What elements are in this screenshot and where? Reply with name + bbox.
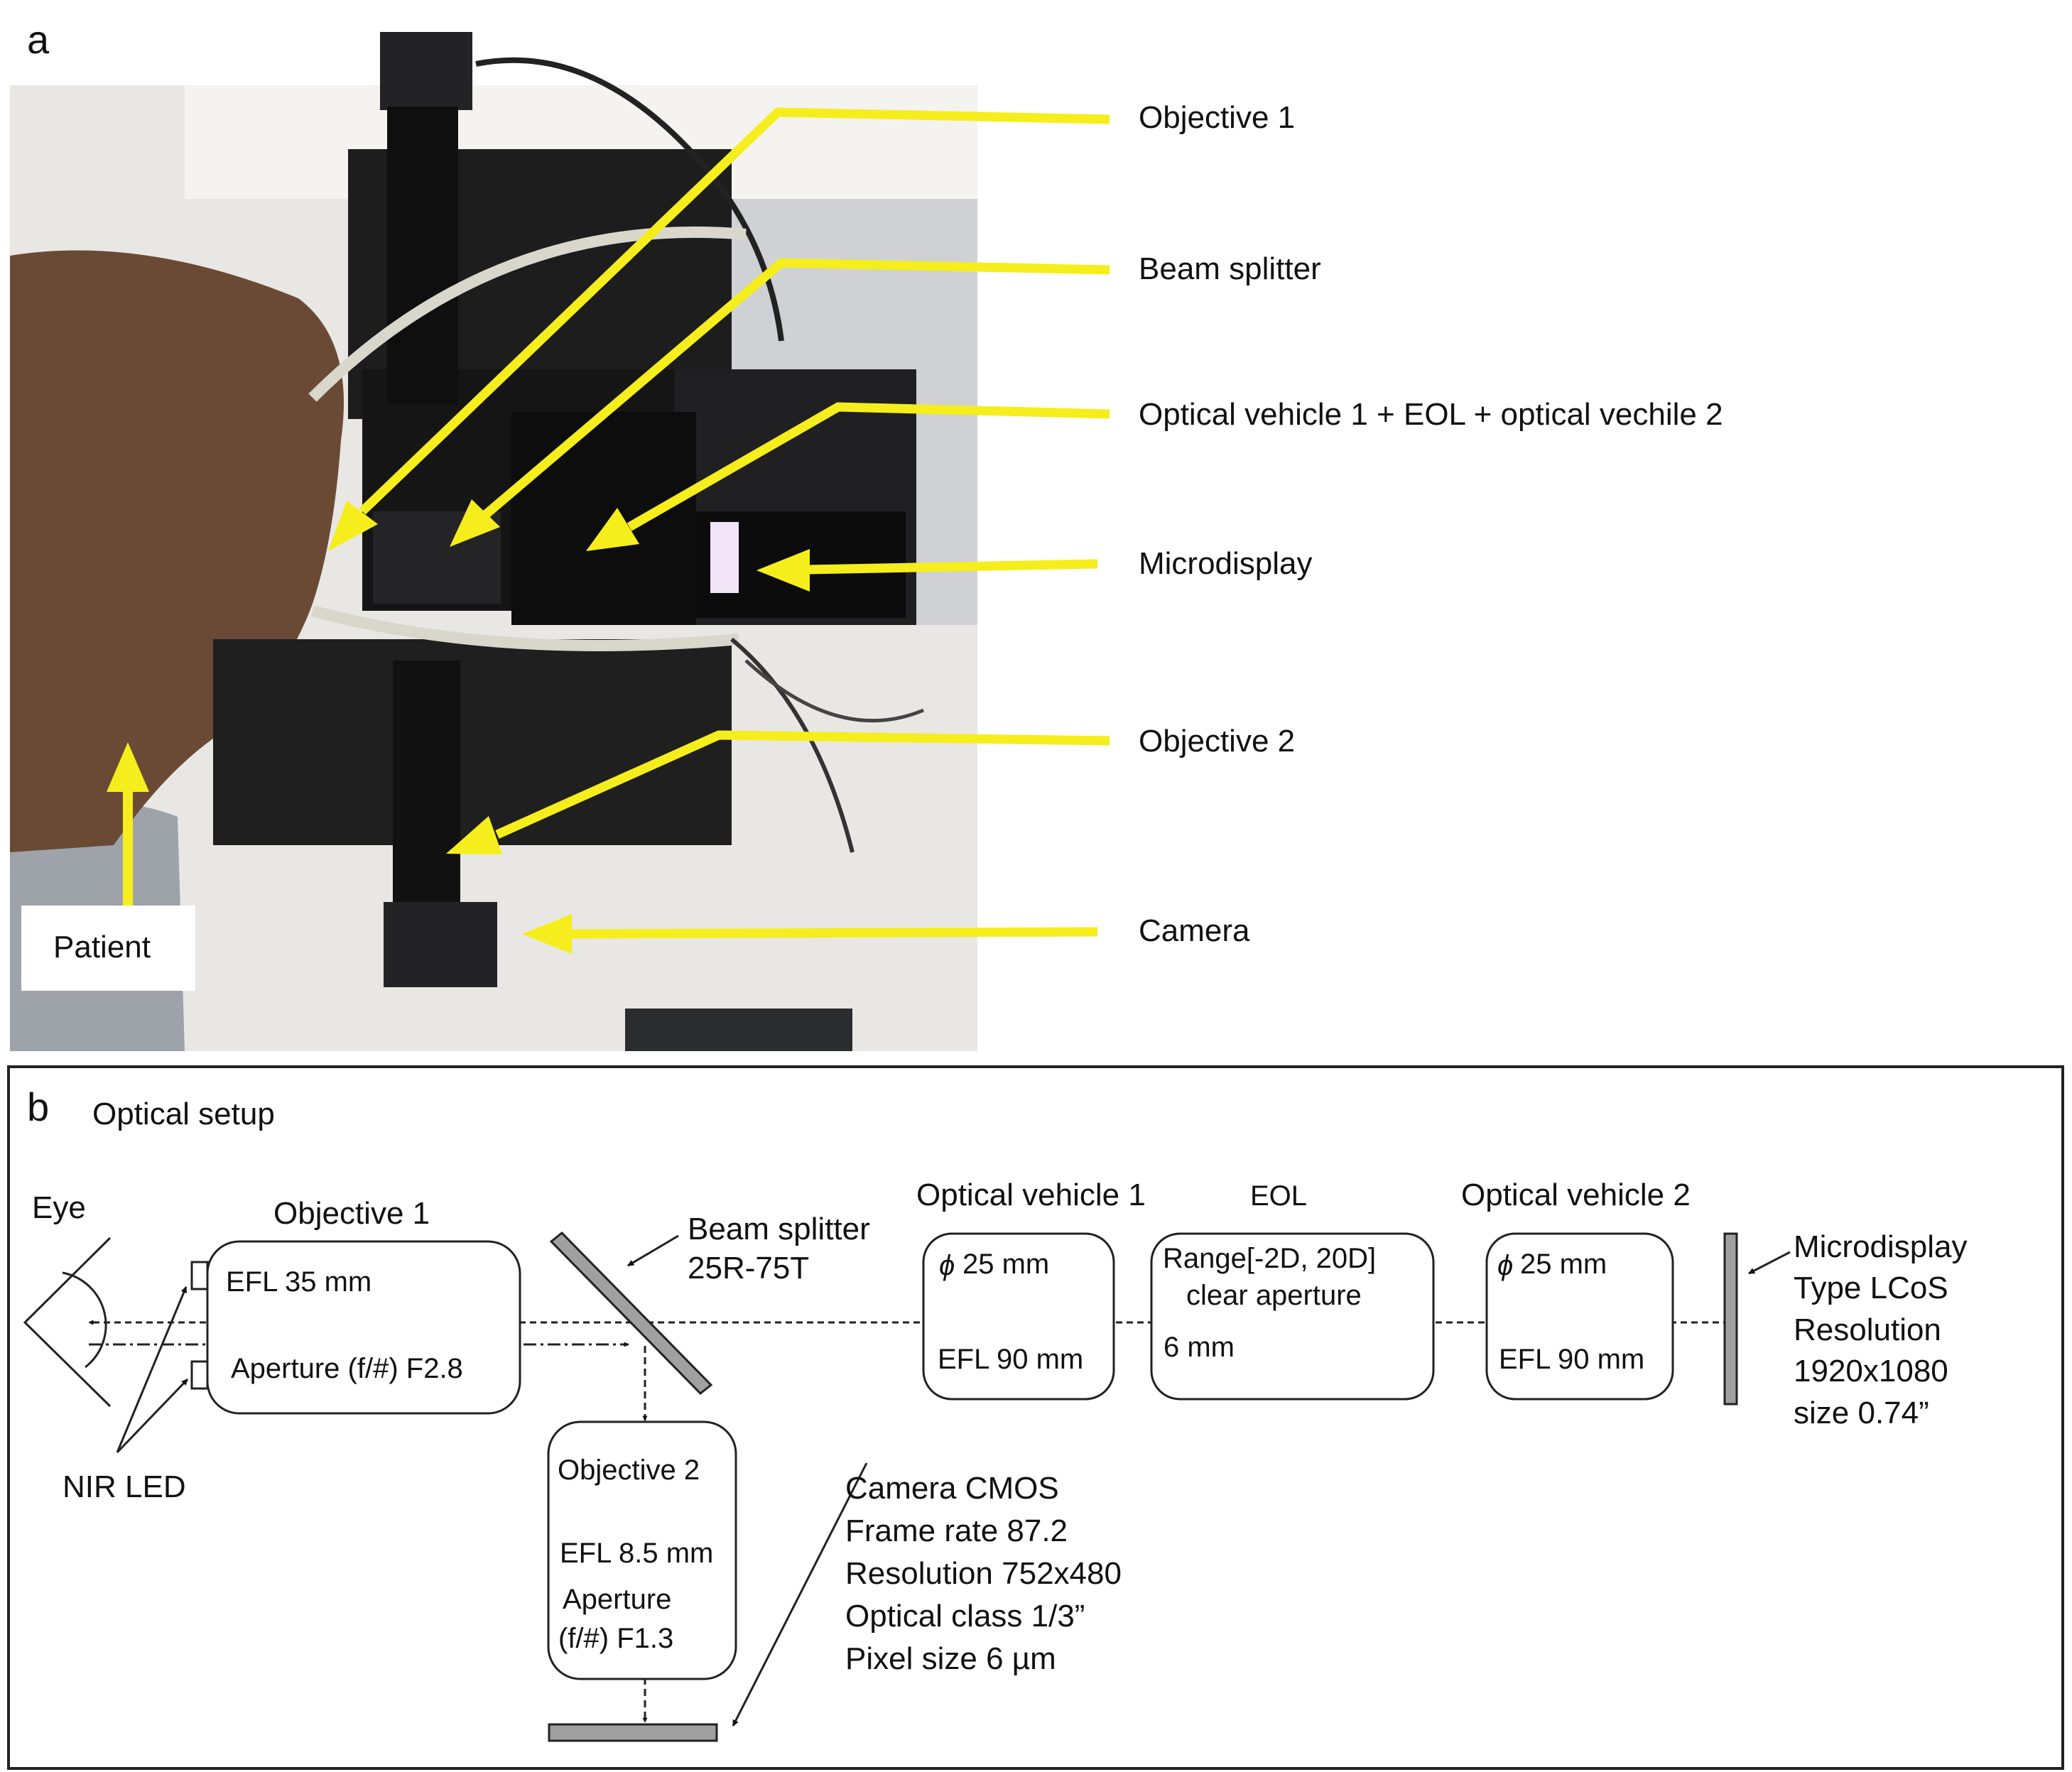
setup-photo (10, 32, 977, 1051)
eol-box (1150, 1232, 1435, 1401)
microdisplay-specs: Microdisplay Type LCoS Resolution 1920x1… (1794, 1229, 1968, 1430)
arrow-optical-vehicles-head (586, 508, 639, 551)
camera-specs: Camera CMOS Frame rate 87.2 Resolution 7… (845, 1471, 1122, 1676)
vehicle-tubes (511, 412, 696, 625)
headband (308, 226, 747, 402)
label-camera: Camera (1139, 913, 1250, 948)
arrow-beam-splitter (481, 258, 1110, 519)
phi-symbol: ϕ (939, 1250, 955, 1281)
camera-spec-4: Optical class 1/3” (845, 1599, 1085, 1634)
nir-led-label: NIR LED (63, 1469, 186, 1504)
arrow-beam-splitter-head (450, 499, 500, 547)
beam-splitter-pointer (627, 1234, 679, 1267)
objective-1-title: Objective 1 (273, 1196, 430, 1231)
arrow-patient-head (107, 742, 149, 792)
camera-top (380, 32, 472, 110)
panel-b-letter: b (27, 1085, 49, 1129)
yellow-arrows (107, 107, 1110, 954)
arrow-microdisplay (806, 559, 1098, 575)
phi-symbol: ϕ (1497, 1250, 1513, 1281)
microdisplay-spec-2: Type LCoS (1794, 1271, 1948, 1305)
objective-1-box (206, 1240, 521, 1415)
nir-led-pointer-bottom (116, 1378, 189, 1454)
optical-vehicle-2-title: Optical vehicle 2 (1461, 1178, 1691, 1212)
keyboard (625, 1009, 852, 1051)
label-objective-2: Objective 2 (1139, 724, 1295, 759)
nir-led-bottom (190, 1360, 209, 1390)
arrow-camera (568, 927, 1098, 939)
nir-led-top (190, 1261, 209, 1290)
objective-1-tube (387, 107, 458, 405)
beam-splitter-mirror (549, 1231, 713, 1396)
arrow-objective-1 (359, 107, 1110, 515)
microdisplay-spec-3: Resolution (1794, 1312, 1941, 1347)
objective-2-tube (393, 661, 460, 902)
headband (310, 605, 739, 651)
eol-title: EOL (1250, 1180, 1307, 1212)
camera-spec-1: Camera CMOS (845, 1471, 1059, 1506)
camera-spec-5: Pixel size 6 µm (845, 1641, 1056, 1676)
eol-aperture-value: 6 mm (1164, 1332, 1235, 1363)
patient-label: Patient (53, 930, 151, 964)
objective-2-title: Objective 2 (558, 1455, 700, 1486)
panel-a: a (10, 17, 1723, 1051)
eol-clear-aperture: clear aperture (1186, 1280, 1362, 1311)
label-optical-vehicles: Optical vehicle 1 + EOL + optical vechil… (1139, 397, 1723, 432)
optical-vehicle-1-diameter: 25 mm (962, 1249, 1049, 1280)
optical-vehicle-1-efl: EFL 90 mm (938, 1344, 1083, 1375)
arrow-optical-vehicles (627, 402, 1110, 531)
objective-1-aperture: Aperture (f/#) F2.8 (231, 1353, 463, 1384)
objective-1-efl: EFL 35 mm (226, 1266, 371, 1298)
cable (744, 659, 924, 723)
microdisplay-spec-4: 1920x1080 (1794, 1354, 1948, 1388)
eye-icon (23, 1236, 112, 1408)
objective-2-box (547, 1420, 737, 1680)
microdisplay-spec-5: size 0.74” (1794, 1396, 1929, 1430)
panel-b-title: Optical setup (92, 1097, 275, 1131)
objective-2-efl: EFL 8.5 mm (560, 1538, 713, 1569)
optical-vehicle-2-diameter: 25 mm (1520, 1249, 1607, 1280)
microdisplay-panel (1723, 1232, 1738, 1406)
eol-range: Range[-2D, 20D] (1163, 1243, 1376, 1274)
eye-lens-icon (62, 1271, 107, 1369)
microdisplay-pointer (1748, 1251, 1791, 1275)
objective-2-aperture-1: Aperture (563, 1584, 671, 1615)
eye-label: Eye (32, 1190, 86, 1225)
panel-a-labels: Objective 1 Beam splitter Optical vehicl… (1139, 100, 1723, 948)
optical-vehicle-2-box (1485, 1232, 1674, 1401)
camera-pointer (732, 1462, 868, 1727)
panel-b-frame (7, 1065, 2064, 1770)
label-beam-splitter: Beam splitter (1139, 251, 1321, 286)
optical-vehicle-2-efl: EFL 90 mm (1499, 1344, 1644, 1375)
beam-splitter-label-1: Beam splitter (688, 1212, 870, 1246)
camera-bottom (384, 902, 497, 987)
label-objective-1: Objective 1 (1139, 100, 1295, 135)
beam-splitter-label-2: 25R-75T (688, 1251, 809, 1285)
arrow-objective-2-head (446, 816, 502, 854)
microdisplay-spec-1: Microdisplay (1794, 1229, 1968, 1264)
arrow-objective-1-head (328, 501, 378, 551)
microdisplay-screen (710, 522, 739, 593)
bench-bottom (213, 639, 732, 845)
patient-label-box (21, 906, 195, 991)
camera-spec-3: Resolution 752x480 (845, 1556, 1122, 1591)
arrow-camera-head (522, 914, 572, 954)
panel-a-letter: a (27, 17, 50, 62)
panel-b: b Optical setup Eye NIR LED Objective 1 … (7, 1065, 2064, 1770)
cable (730, 637, 855, 853)
arrow-objective-2 (495, 730, 1110, 839)
label-microdisplay: Microdisplay (1139, 546, 1313, 581)
camera-spec-2: Frame rate 87.2 (845, 1513, 1068, 1548)
optical-vehicle-1-title: Optical vehicle 1 (916, 1178, 1146, 1212)
patient-head (10, 250, 344, 852)
nir-led-pointer-top (116, 1286, 188, 1453)
objective-2-aperture-2: (f/#) F1.3 (558, 1623, 673, 1654)
arrow-microdisplay-head (756, 549, 810, 592)
optical-vehicle-1-box (922, 1232, 1115, 1401)
camera-sensor (548, 1723, 718, 1742)
